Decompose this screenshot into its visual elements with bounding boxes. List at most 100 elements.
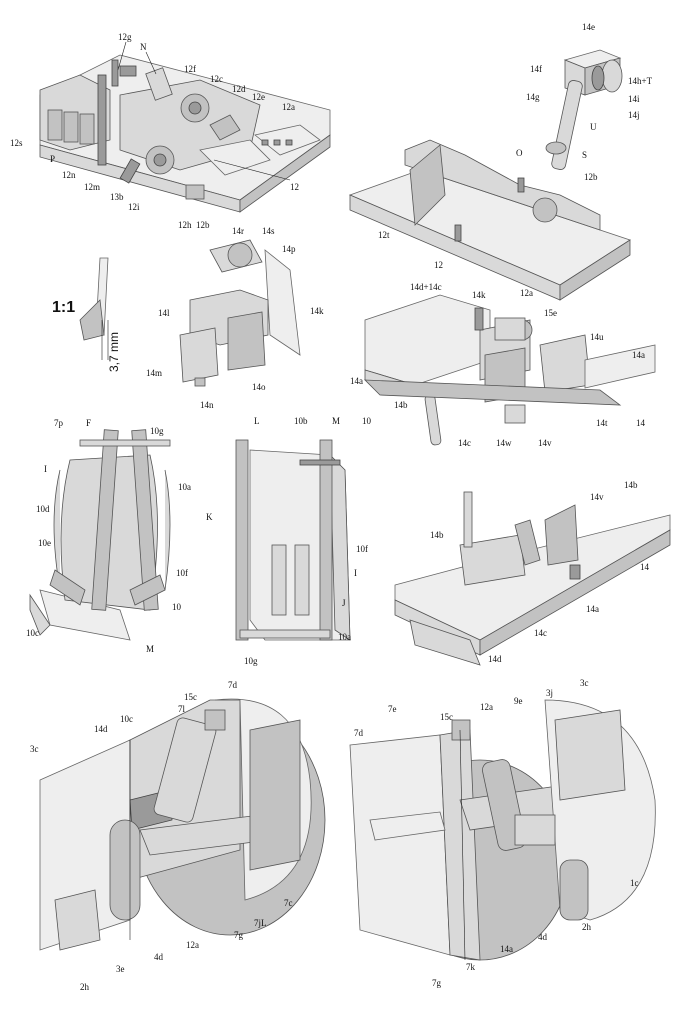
label: 14j <box>628 110 640 120</box>
label: 10c <box>26 628 39 638</box>
label: 14m <box>146 368 162 378</box>
label: 7e <box>388 704 397 714</box>
scale-ratio: 1:1 <box>52 299 75 316</box>
label: 14p <box>282 244 296 254</box>
cockpit-right-labels: 7d 7e 15c 12a 9e 3j 3c 1c 2h 4d 14a 7k 7… <box>354 678 639 988</box>
label: 14w <box>496 438 512 448</box>
label: 14f <box>530 64 542 74</box>
label: 14u <box>590 332 604 342</box>
label: 3c <box>30 744 39 754</box>
floor-12-labels: O 12b 12t 12 12a <box>378 148 598 298</box>
label: 10a <box>338 632 351 642</box>
label: 14c <box>458 438 471 448</box>
label: M <box>146 644 154 654</box>
label: 13b <box>110 192 124 202</box>
label: 15c <box>440 712 453 722</box>
label: 12b <box>584 172 598 182</box>
label: 14e <box>582 22 595 32</box>
label: 1c <box>630 878 639 888</box>
label: 14h+T <box>628 76 653 86</box>
label: 15e <box>544 308 557 318</box>
label: M <box>332 416 340 426</box>
cockpit-right-drawing <box>349 699 656 961</box>
label: U <box>590 122 597 132</box>
label: 7d <box>354 728 364 738</box>
seat-front-drawing <box>29 429 171 641</box>
label: 7g <box>432 978 442 988</box>
scale-note: 1:1 3,7 mm <box>52 257 121 372</box>
label: 14t <box>596 418 608 428</box>
label: 12n <box>62 170 76 180</box>
label: 14r <box>232 226 244 236</box>
label: 12a <box>520 288 533 298</box>
scale-measure: 3,7 mm <box>107 332 121 372</box>
base-14-labels: 14v 14b 14b 14 14a 14c 14d <box>430 480 650 664</box>
label: 10b <box>294 416 308 426</box>
label: 14b <box>394 400 408 410</box>
label: 14v <box>538 438 552 448</box>
label: 7k <box>466 962 476 972</box>
label: 3j <box>546 688 553 698</box>
cockpit-left-labels: 7d 15c 10c 7l 14d 3c 12a 7g 7jL 7c 2h 3e… <box>30 680 293 992</box>
cockpit-left-drawing <box>39 698 326 951</box>
label: S <box>582 150 587 160</box>
label: 12b <box>196 220 210 230</box>
label: 14b <box>624 480 638 490</box>
label: 7p <box>54 418 64 428</box>
label: 7jL <box>254 918 267 928</box>
label: 12e <box>252 92 265 102</box>
seat-back-labels: L 10b M 10 K 10f I J 10a 10g <box>206 416 372 666</box>
label: F <box>86 418 91 428</box>
label: 4d <box>154 952 164 962</box>
label: 10f <box>356 544 368 554</box>
seat-front-labels: 7p F 10g I 10a 10d 10e 10f 10 10c M <box>26 418 191 654</box>
label: 14a <box>586 604 599 614</box>
seat-back-drawing <box>235 439 351 641</box>
label: 14k <box>472 290 486 300</box>
label: 12d <box>232 84 246 94</box>
label: 10 <box>172 602 182 612</box>
label: 10g <box>244 656 258 666</box>
label: 12a <box>480 702 493 712</box>
label: 14d <box>94 724 108 734</box>
label: 14v <box>590 492 604 502</box>
label: 2h <box>80 982 90 992</box>
console-12-drawing <box>39 54 331 213</box>
label: 7g <box>234 930 244 940</box>
label: 10a <box>178 482 191 492</box>
label: 12t <box>378 230 390 240</box>
rail-14-drawing <box>363 294 656 446</box>
label: O <box>516 148 523 158</box>
label: 4d <box>538 932 548 942</box>
label: 10d <box>36 504 50 514</box>
label: 10g <box>150 426 164 436</box>
label: 14a <box>632 350 645 360</box>
label: I <box>354 568 357 578</box>
label: 2h <box>582 922 592 932</box>
label: 14b <box>430 530 444 540</box>
label: 12s <box>10 138 23 148</box>
label: 14l <box>158 308 170 318</box>
label: 7c <box>284 898 293 908</box>
label: 15c <box>184 692 197 702</box>
console-12-labels: 12g N 12f 12c 12d 12e 12a 12s P 12n 12m … <box>10 32 299 230</box>
label: 14k <box>310 306 324 316</box>
label: 12a <box>282 102 295 112</box>
label: 12h <box>178 220 192 230</box>
label: K <box>206 512 213 522</box>
floor-12-drawing <box>348 139 631 301</box>
label: 14 <box>640 562 650 572</box>
label: I <box>44 464 47 474</box>
label: 12f <box>184 64 196 74</box>
label: 7l <box>178 704 186 714</box>
label: 3c <box>580 678 589 688</box>
label: 12g <box>118 32 132 42</box>
base-14-drawing <box>394 491 671 666</box>
label: 14s <box>262 226 275 236</box>
block-14-labels: 14r 14s 14p 14l 14k 14m 14n 14o <box>146 226 324 410</box>
label: 10 <box>362 416 372 426</box>
label: 12c <box>210 74 223 84</box>
label: 12a <box>186 940 199 950</box>
